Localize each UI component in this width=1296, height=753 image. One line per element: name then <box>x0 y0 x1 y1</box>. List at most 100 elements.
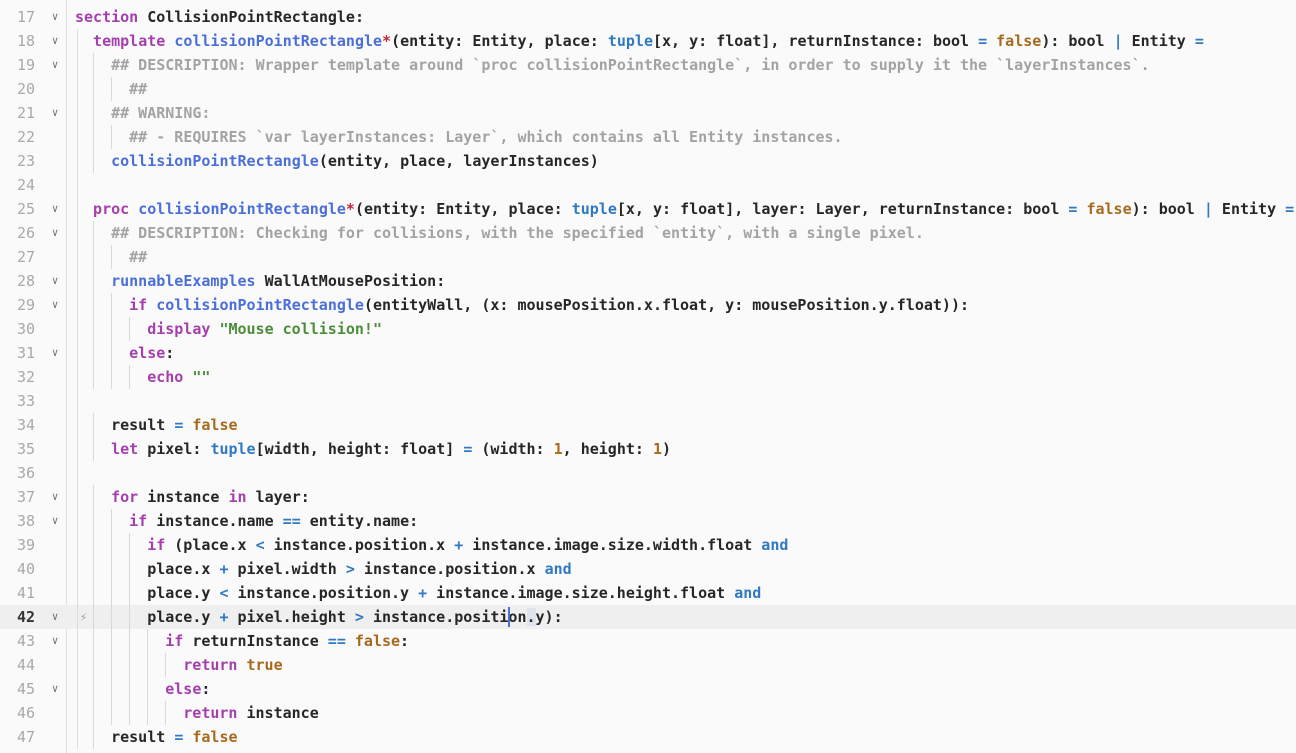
code-text: return instance <box>75 701 319 725</box>
indent-guide <box>93 653 111 677</box>
indent-guide <box>165 653 183 677</box>
chevron-down-icon[interactable]: ∨ <box>51 274 59 287</box>
indent-guide <box>93 485 111 509</box>
line-number: 47 <box>16 728 35 746</box>
chevron-down-icon[interactable]: ∨ <box>51 10 59 23</box>
indent-guide <box>93 77 111 101</box>
indent-guide <box>93 557 111 581</box>
indent-guide <box>111 125 129 149</box>
chevron-down-icon[interactable]: ∨ <box>51 58 59 71</box>
code-text <box>75 173 93 197</box>
indent-guide <box>111 365 129 389</box>
line-number: 41 <box>16 584 35 602</box>
indent-guide <box>93 581 111 605</box>
code-line[interactable]: 20## <box>0 77 1296 101</box>
code-line[interactable]: 21∨## WARNING: <box>0 101 1296 125</box>
indent-guide <box>93 53 111 77</box>
chevron-down-icon[interactable]: ∨ <box>51 106 59 119</box>
indent-guide <box>93 101 111 125</box>
code-text: template collisionPointRectangle*(entity… <box>75 29 1204 53</box>
indent-guide <box>77 293 93 317</box>
indent-guide <box>77 677 93 701</box>
code-text: return true <box>75 653 283 677</box>
indent-guide <box>111 677 129 701</box>
chevron-down-icon[interactable]: ∨ <box>51 226 59 239</box>
code-text: ## DESCRIPTION: Checking for collisions,… <box>75 221 924 245</box>
indent-guide <box>77 461 93 485</box>
line-number: 43 <box>16 632 35 650</box>
indent-guide <box>77 125 93 149</box>
code-line[interactable]: 38∨if instance.name == entity.name: <box>0 509 1296 533</box>
code-line[interactable]: 26∨## DESCRIPTION: Checking for collisio… <box>0 221 1296 245</box>
chevron-down-icon[interactable]: ∨ <box>51 682 59 695</box>
chevron-down-icon[interactable]: ∨ <box>51 634 59 647</box>
indent-guide <box>93 629 111 653</box>
code-line[interactable]: 45∨else: <box>0 677 1296 701</box>
line-number: 17 <box>16 8 35 26</box>
code-text: display "Mouse collision!" <box>75 317 382 341</box>
code-line[interactable]: 17∨section CollisionPointRectangle: <box>0 5 1296 29</box>
code-text: echo "" <box>75 365 210 389</box>
indent-guide <box>147 701 165 725</box>
code-line[interactable]: 33 <box>0 389 1296 413</box>
indent-guide <box>77 629 93 653</box>
indent-guide <box>77 245 93 269</box>
indent-guide <box>77 389 93 413</box>
code-line[interactable]: 46 return instance <box>0 701 1296 725</box>
indent-guide <box>93 221 111 245</box>
indent-guide <box>111 245 129 269</box>
code-line[interactable]: 25∨proc collisionPointRectangle*(entity:… <box>0 197 1296 221</box>
chevron-down-icon[interactable]: ∨ <box>51 514 59 527</box>
line-number: 21 <box>16 104 35 122</box>
code-line[interactable]: 37∨for instance in layer: <box>0 485 1296 509</box>
indent-guide <box>77 197 93 221</box>
code-line[interactable]: 28∨runnableExamples WallAtMousePosition: <box>0 269 1296 293</box>
code-text: ## DESCRIPTION: Wrapper template around … <box>75 53 1150 77</box>
text-cursor <box>508 607 511 627</box>
line-number: 37 <box>16 488 35 506</box>
code-line[interactable]: 36 <box>0 461 1296 485</box>
indent-guide <box>129 581 147 605</box>
indent-guide <box>129 317 147 341</box>
indent-guide <box>93 365 111 389</box>
code-line[interactable]: 27## <box>0 245 1296 269</box>
lightning-icon[interactable]: ⚡︎ <box>80 610 88 624</box>
code-line[interactable]: 31∨else: <box>0 341 1296 365</box>
indent-guide <box>77 581 93 605</box>
code-line[interactable]: 42∨⚡︎place.y + pixel.height > instance.p… <box>0 605 1296 629</box>
chevron-down-icon[interactable]: ∨ <box>51 202 59 215</box>
indent-guide <box>93 341 111 365</box>
chevron-down-icon[interactable]: ∨ <box>51 490 59 503</box>
chevron-down-icon[interactable]: ∨ <box>51 346 59 359</box>
code-line[interactable]: 43∨if returnInstance == false: <box>0 629 1296 653</box>
code-editor[interactable]: 17∨section CollisionPointRectangle:18∨te… <box>0 5 1296 749</box>
code-line[interactable]: 18∨template collisionPointRectangle*(ent… <box>0 29 1296 53</box>
code-line[interactable]: 19∨## DESCRIPTION: Wrapper template arou… <box>0 53 1296 77</box>
indent-guide <box>77 53 93 77</box>
code-text: place.x + pixel.width > instance.positio… <box>75 557 572 581</box>
line-number: 46 <box>16 704 35 722</box>
code-line[interactable]: 24 <box>0 173 1296 197</box>
indent-guide <box>77 29 93 53</box>
code-line[interactable]: 29∨if collisionPointRectangle(entityWall… <box>0 293 1296 317</box>
chevron-down-icon[interactable]: ∨ <box>51 610 59 623</box>
chevron-down-icon[interactable]: ∨ <box>51 298 59 311</box>
code-line[interactable]: 22## - REQUIRES `var layerInstances: Lay… <box>0 125 1296 149</box>
chevron-down-icon[interactable]: ∨ <box>51 34 59 47</box>
indent-guide <box>77 725 93 749</box>
line-number: 45 <box>16 680 35 698</box>
line-number: 42 <box>16 608 35 626</box>
indent-guide <box>111 509 129 533</box>
indent-guide <box>165 701 183 725</box>
indent-guide <box>129 677 147 701</box>
